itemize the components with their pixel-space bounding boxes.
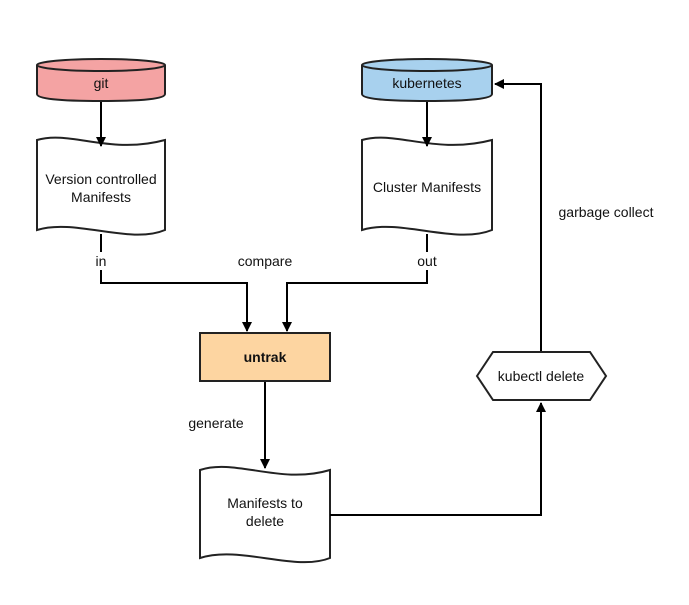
- kubectl-to-kubernetes-arrow: [494, 79, 542, 351]
- git-cylinder-body: [36, 65, 166, 103]
- cluster-manifests-label: Cluster Manifests: [373, 179, 481, 195]
- out-edge-to-untrak: [282, 234, 428, 332]
- kubernetes-cylinder-top: [361, 58, 493, 72]
- out-edge-label: out: [417, 253, 437, 269]
- version-manifests-label-line2: Manifests: [71, 189, 131, 205]
- cluster-manifests-node: Cluster Manifests: [361, 136, 493, 236]
- kubernetes-node: kubernetes: [361, 58, 493, 103]
- git-node: git: [36, 58, 166, 103]
- untrak-label: untrak: [244, 349, 287, 365]
- kubectl-delete-node: kubectl delete: [475, 351, 608, 401]
- untrak-node: untrak: [199, 332, 331, 382]
- in-edge-label: in: [96, 253, 107, 269]
- compare-edge-label: compare: [238, 253, 293, 269]
- generate-edge-label: generate: [188, 415, 243, 431]
- manifests-to-delete-document-shape: [199, 465, 331, 564]
- kubernetes-cylinder-body: [361, 65, 493, 103]
- garbage-collect-edge-label: garbage collect: [559, 204, 654, 220]
- kubernetes-label: kubernetes: [392, 75, 461, 91]
- version-manifests-node: Version controlled Manifests: [36, 136, 166, 236]
- manifests-to-delete-node: Manifests to delete: [199, 465, 331, 564]
- manifests-to-delete-label-line2: delete: [246, 513, 284, 529]
- kubectl-delete-label: kubectl delete: [498, 368, 585, 384]
- in-edge-to-untrak: [100, 234, 252, 332]
- untrak-box: [199, 332, 331, 382]
- manifests-to-delete-to-kubectl-arrow: [330, 402, 546, 516]
- kubectl-delete-hexagon: [475, 351, 608, 401]
- manifests-to-delete-label-line1: Manifests to: [227, 495, 303, 511]
- version-manifests-document-shape: [36, 136, 166, 236]
- git-label: git: [94, 75, 109, 91]
- version-manifests-label-line1: Version controlled: [45, 171, 156, 187]
- cluster-manifests-document-shape: [361, 136, 493, 236]
- git-cylinder-top: [36, 58, 166, 72]
